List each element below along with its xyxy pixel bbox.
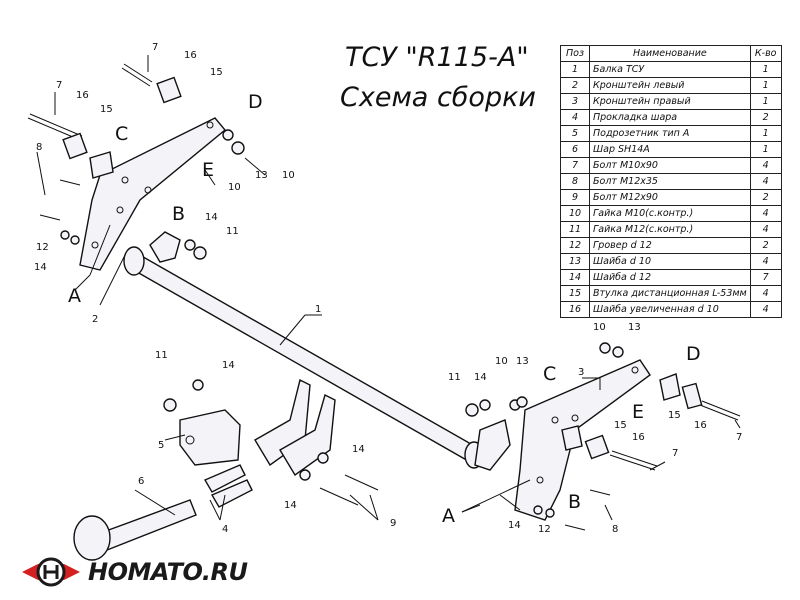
callout-10-mid: 10 xyxy=(228,182,241,193)
diagram-title: ТСУ "R115-A" xyxy=(345,42,529,73)
logo-emblem-icon xyxy=(22,557,80,587)
left-bracket-part xyxy=(79,117,226,271)
marker-B-left: B xyxy=(172,203,185,225)
callout-14-f: 14 xyxy=(352,444,365,455)
callout-16-top: 16 xyxy=(184,50,197,61)
callout-16-right: 16 xyxy=(694,420,707,431)
marker-D-left: D xyxy=(248,91,263,113)
callout-11-left: 11 xyxy=(226,226,239,237)
callout-10-right: 10 xyxy=(593,322,606,333)
marker-C-left: C xyxy=(115,123,128,145)
callout-15-left: 15 xyxy=(100,104,113,115)
leader-lines xyxy=(36,55,741,521)
callout-7-top: 7 xyxy=(152,42,158,53)
callout-7-right: 7 xyxy=(736,432,742,443)
callout-16-mid: 16 xyxy=(632,432,645,443)
callout-15-top: 15 xyxy=(210,67,223,78)
callout-14-d: 14 xyxy=(474,372,487,383)
callout-16-left: 16 xyxy=(76,90,89,101)
callout-14-e: 14 xyxy=(284,500,297,511)
callout-6: 6 xyxy=(138,476,144,487)
logo-text: HOMATO.RU xyxy=(88,558,248,586)
callout-11-mid: 11 xyxy=(155,350,168,361)
socket-plate-part xyxy=(179,409,241,466)
callout-2: 2 xyxy=(92,314,98,325)
tow-ball-part xyxy=(73,499,197,561)
parts-cell-qty: 1 xyxy=(749,141,782,158)
parts-cell-qty: 4 xyxy=(749,301,782,318)
callout-4: 4 xyxy=(222,524,228,535)
site-logo: HOMATO.RU xyxy=(18,552,248,592)
callout-7-left: 7 xyxy=(56,80,62,91)
callout-14-b: 14 xyxy=(34,262,47,273)
callout-10-low: 10 xyxy=(495,356,508,367)
marker-A-right: A xyxy=(442,505,455,527)
callout-10-left: 10 xyxy=(282,170,295,181)
marker-B-right: B xyxy=(568,491,581,513)
diagram-subtitle: Схема сборки xyxy=(340,82,536,113)
callout-8-right: 8 xyxy=(612,524,618,535)
callout-11-right: 11 xyxy=(448,372,461,383)
parts-cell-pos: 16 xyxy=(560,301,590,318)
callout-8-left: 8 xyxy=(36,142,42,153)
parts-cell-name: Шайба увеличенная d 10 xyxy=(589,301,751,318)
marker-E-left: E xyxy=(202,159,214,181)
callout-13-right: 13 xyxy=(628,322,641,333)
fasteners xyxy=(27,63,741,531)
marker-D-right: D xyxy=(686,343,701,365)
callout-5: 5 xyxy=(158,440,164,451)
callout-13-left: 13 xyxy=(255,170,268,181)
parts-cell-qty: 2 xyxy=(749,237,782,254)
callout-3: 3 xyxy=(578,367,584,378)
callout-13-mid: 13 xyxy=(516,356,529,367)
callout-15-mid: 15 xyxy=(614,420,627,431)
callout-9: 9 xyxy=(390,518,396,529)
callout-14-c: 14 xyxy=(222,360,235,371)
callout-14-a: 14 xyxy=(205,212,218,223)
marker-A-left: A xyxy=(68,285,81,307)
callout-1: 1 xyxy=(315,304,321,315)
marker-C-right: C xyxy=(543,363,556,385)
callout-12-left: 12 xyxy=(36,242,49,253)
callout-12-right: 12 xyxy=(538,524,551,535)
callout-15-right: 15 xyxy=(668,410,681,421)
parts-cell-qty: 4 xyxy=(749,285,782,302)
callout-14-g: 14 xyxy=(508,520,521,531)
right-bracket-part xyxy=(474,359,651,521)
marker-E-right: E xyxy=(632,401,644,423)
callout-7-bottom: 7 xyxy=(672,448,678,459)
